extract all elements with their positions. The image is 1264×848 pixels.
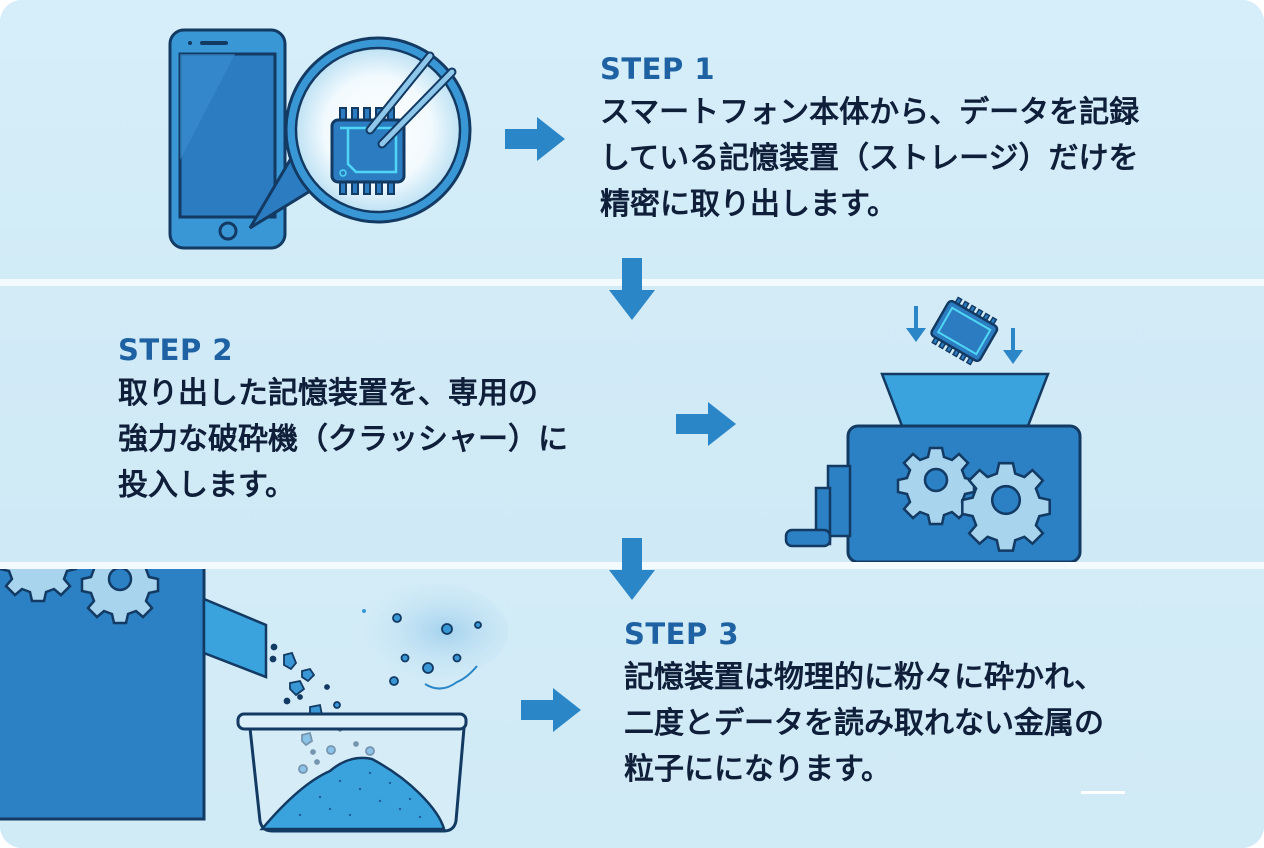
gear-icon (896, 446, 976, 526)
smartphone-icon (168, 28, 287, 250)
step-3-text: STEP 3 記憶装置は物理的に粉々に砕かれ、 二度とデータを読み取れない金属の… (624, 617, 1104, 793)
arrow-right-icon (676, 402, 736, 446)
step-1-title: STEP 1 (600, 52, 716, 86)
arrow-down-icon (609, 538, 655, 600)
decorative-dash (1081, 791, 1125, 794)
step-2-title: STEP 2 (118, 333, 234, 367)
chip-icon (330, 107, 406, 195)
step-3-title: STEP 3 (624, 617, 740, 651)
gear-icon (0, 569, 78, 603)
crusher-machine-partial (0, 569, 268, 821)
step-1-line-1: スマートフォン本体から、データを記録 (600, 95, 1140, 130)
smartphone-illustration (168, 28, 472, 250)
step-1-line-3: 精密に取り出します。 (600, 187, 897, 222)
step-1-text: STEP 1 スマートフォン本体から、データを記録 している記憶装置（ストレージ… (600, 52, 1139, 228)
dust-cloud (352, 583, 508, 690)
arrow-right-icon (505, 117, 565, 161)
step-1-line-2: している記憶装置（ストレージ）だけを (600, 141, 1139, 176)
crusher-illustration (784, 296, 1082, 562)
falling-chip-icon (930, 296, 999, 366)
particles-illustration (0, 569, 508, 833)
step-2-line-1: 取り出した記憶装置を、専用の (118, 376, 538, 411)
crusher-machine (784, 424, 1082, 562)
gear-icon (80, 569, 160, 625)
step-2-line-2: 強力な破砕機（クラッシャー）に (118, 422, 568, 457)
step-3-line-3: 粒子にになります。 (624, 752, 891, 787)
arrow-right-icon (521, 688, 581, 732)
tweezers-icon (365, 51, 457, 149)
step-2-line-3: 投入します。 (118, 468, 295, 503)
gear-icon (961, 461, 1051, 552)
crank-handle (784, 464, 852, 548)
down-arrow-small-icon (906, 306, 1023, 364)
step-3-line-2: 二度とデータを読み取れない金属の (624, 706, 1104, 741)
step-2-text: STEP 2 取り出した記憶装置を、専用の 強力な破砕機（クラッシャー）に 投入… (118, 333, 568, 509)
collection-container (236, 712, 468, 833)
hopper (880, 372, 1050, 428)
arrow-down-icon (609, 258, 655, 320)
step-3-line-1: 記憶装置は物理的に粉々に砕かれ、 (624, 660, 1105, 695)
